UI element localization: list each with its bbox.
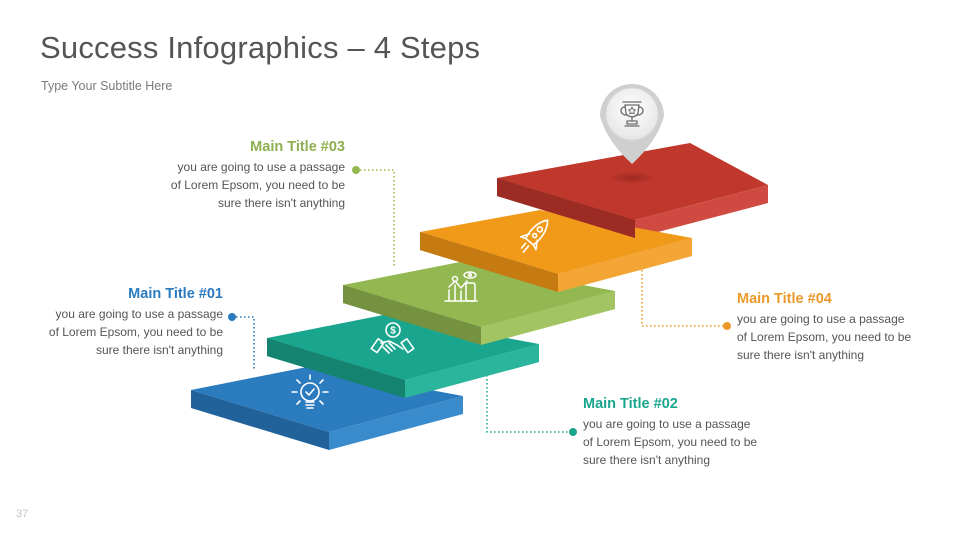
handshake-dollar-icon: $ bbox=[370, 322, 415, 354]
step-1-title: Main Title #01 bbox=[128, 286, 223, 302]
connector-step1 bbox=[228, 313, 255, 370]
step-4-desc-line3: sure there isn't anything bbox=[737, 348, 865, 362]
page-subtitle: Type Your Subtitle Here bbox=[41, 79, 173, 93]
step-3-desc-line1: you are going to use a passage bbox=[177, 160, 345, 174]
trophy-star-icon bbox=[620, 101, 644, 127]
step-3-text: Main Title #03 you are going to use a pa… bbox=[145, 139, 345, 212]
rocket-icon bbox=[519, 219, 549, 253]
step-2-desc-line3: sure there isn't anything bbox=[583, 453, 711, 467]
step-1-desc-line2: of Lorem Epsom, you need to be bbox=[48, 325, 223, 339]
step-3-title: Main Title #03 bbox=[250, 139, 345, 155]
connector-step2 bbox=[486, 375, 577, 436]
step-4-title: Main Title #04 bbox=[737, 291, 832, 307]
growth-chart-hand-icon bbox=[444, 271, 478, 302]
step-4-desc-line2: of Lorem Epsom, you need to be bbox=[737, 330, 912, 344]
step-2-desc-line2: of Lorem Epsom, you need to be bbox=[583, 435, 758, 449]
page-title: Success Infographics – 4 Steps bbox=[40, 30, 481, 65]
step-3-desc-line3: sure there isn't anything bbox=[217, 196, 345, 210]
step-3-desc-line2: of Lorem Epsom, you need to be bbox=[170, 178, 345, 192]
step-1-desc-line3: sure there isn't anything bbox=[95, 343, 223, 357]
step-1-desc-line1: you are going to use a passage bbox=[55, 307, 223, 321]
connector-step3 bbox=[352, 166, 395, 268]
connector-step4 bbox=[641, 270, 731, 330]
trophy-marker-pin bbox=[600, 84, 664, 164]
step-4-text: Main Title #04 you are going to use a pa… bbox=[737, 291, 937, 364]
lightbulb-check-icon bbox=[291, 374, 329, 409]
step-1-text: Main Title #01 you are going to use a pa… bbox=[23, 286, 223, 359]
step-2-desc-line1: you are going to use a passage bbox=[583, 417, 751, 431]
step-2-text: Main Title #02 you are going to use a pa… bbox=[583, 396, 783, 469]
step-4-desc-line1: you are going to use a passage bbox=[737, 312, 905, 326]
step-2-title: Main Title #02 bbox=[583, 396, 678, 412]
step-1-slab bbox=[191, 367, 463, 450]
page-number: 37 bbox=[16, 508, 29, 520]
svg-text:$: $ bbox=[390, 326, 396, 337]
